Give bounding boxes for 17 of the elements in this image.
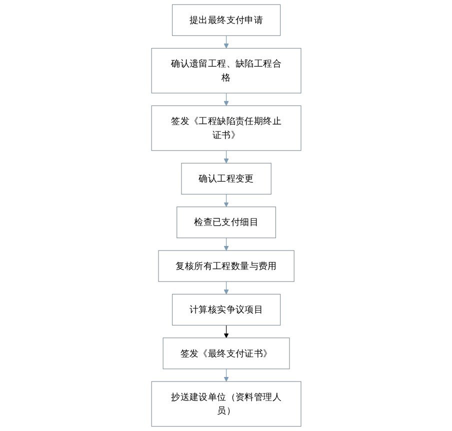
node-box: 抄送建设单位（资料管理人员） bbox=[151, 381, 301, 427]
node-box: 复核所有工程数量与费用 bbox=[158, 250, 294, 282]
node-box: 计算核实争议项目 bbox=[172, 294, 280, 326]
node-box: 检查已支付细目 bbox=[176, 206, 276, 238]
arrow bbox=[223, 281, 229, 294]
node-box: 签发《最终支付证书》 bbox=[162, 338, 290, 370]
arrow bbox=[223, 150, 229, 164]
node-box: 确认遗留工程、缺陷工程合格 bbox=[151, 48, 301, 94]
arrow bbox=[223, 238, 229, 251]
arrow bbox=[223, 35, 229, 48]
arrow bbox=[223, 92, 229, 106]
arrow bbox=[223, 194, 229, 208]
node-box: 确认工程变更 bbox=[180, 162, 272, 195]
node-box: 签发《工程缺陷责任期终止证书》 bbox=[151, 105, 301, 151]
node-box: 提出最终支付申请 bbox=[172, 4, 280, 36]
arrow bbox=[223, 368, 229, 382]
arrow bbox=[223, 324, 229, 338]
